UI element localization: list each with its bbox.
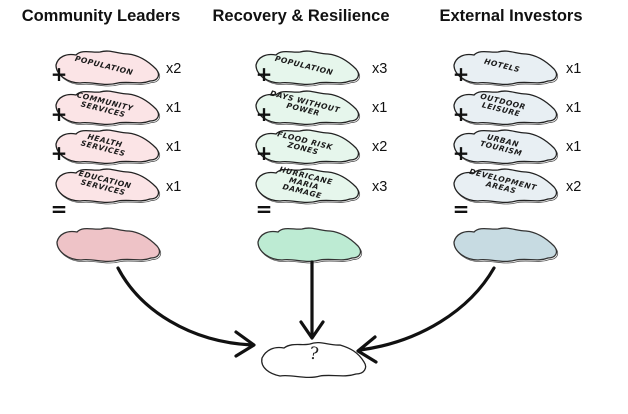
- column-title-external-investors: External Investors: [439, 7, 583, 25]
- column-title-community-leaders: Community Leaders: [21, 7, 181, 25]
- island-outline: [453, 50, 558, 86]
- weight-label: x1: [566, 139, 582, 155]
- weight-label: x1: [166, 100, 182, 116]
- final-combined-map: ?: [258, 336, 370, 382]
- layer-flood-risk-zones: Flood Risk Zones: [252, 124, 362, 166]
- island-outline: [453, 227, 558, 263]
- island-shape: [453, 168, 559, 205]
- layer-days-without-power: Days without Power: [252, 85, 362, 127]
- plus-operator: +: [50, 102, 68, 126]
- island-shape: [453, 50, 559, 87]
- plus-operator: +: [452, 141, 470, 165]
- plus-operator: +: [255, 141, 273, 165]
- layer-education-services: Education Services: [52, 163, 162, 205]
- layer-outdoor-leisure: Outdoor Leisure: [450, 85, 560, 127]
- result-external-investors: [450, 222, 560, 264]
- island-shape: [255, 129, 361, 166]
- island-outline: [55, 90, 160, 126]
- weight-label: x1: [566, 61, 582, 77]
- island-shape: [453, 227, 559, 264]
- island-outline: [453, 90, 558, 126]
- island-shape: [55, 90, 161, 127]
- column-title-recovery-resilience: Recovery & Resilience: [212, 7, 390, 25]
- layer-hurricane-maria-damage: Hurricane Maria Damage: [252, 163, 362, 205]
- island-shape: [257, 227, 363, 264]
- plus-operator: +: [50, 62, 68, 86]
- equals-operator: =: [50, 197, 68, 221]
- island-shape: [55, 50, 161, 87]
- island-outline: [255, 168, 360, 204]
- weight-label: x3: [372, 179, 388, 195]
- island-shape: [55, 168, 161, 205]
- plus-operator: +: [255, 62, 273, 86]
- island-outline: [55, 168, 160, 204]
- island-shape: [255, 50, 361, 87]
- plus-operator: +: [452, 62, 470, 86]
- equals-operator: =: [255, 197, 273, 221]
- island-shape: [255, 90, 361, 127]
- island-outline: [56, 227, 161, 263]
- island-outline: [255, 90, 360, 126]
- arrowhead-community: [234, 330, 256, 358]
- equals-operator: =: [452, 197, 470, 221]
- island-shape-outline: [261, 341, 367, 379]
- layer-recovery-population: Population: [252, 45, 362, 87]
- island-outline: [257, 227, 362, 263]
- island-outline: [255, 50, 360, 86]
- weight-label: x1: [166, 179, 182, 195]
- island-outline: [255, 129, 360, 165]
- island-shape: [56, 227, 162, 264]
- layer-community-services: Community Services: [52, 85, 162, 127]
- result-recovery-resilience: [254, 222, 364, 264]
- island-shape: [255, 168, 361, 205]
- weight-label: x2: [372, 139, 388, 155]
- island-outline: [453, 168, 558, 204]
- island-shape: [453, 129, 559, 166]
- island-shape: [55, 129, 161, 166]
- weight-label: x1: [566, 100, 582, 116]
- plus-operator: +: [452, 102, 470, 126]
- weight-label: x2: [166, 61, 182, 77]
- island-outline: [55, 129, 160, 165]
- arrow-investors-to-final: [358, 266, 496, 352]
- plus-operator: +: [255, 102, 273, 126]
- plus-operator: +: [50, 141, 68, 165]
- layer-hotels: Hotels: [450, 45, 560, 87]
- weight-label: x2: [566, 179, 582, 195]
- island-outline: [453, 129, 558, 165]
- weight-label: x1: [372, 100, 388, 116]
- layer-development-areas: Development Areas: [450, 163, 560, 205]
- weight-label: x3: [372, 61, 388, 77]
- layer-urban-tourism: Urban Tourism: [450, 124, 560, 166]
- layer-community-population: Population: [52, 45, 162, 87]
- layer-health-services: Health Services: [52, 124, 162, 166]
- arrow-community-to-final: [116, 266, 254, 347]
- island-shape: [453, 90, 559, 127]
- result-community-leaders: [53, 222, 163, 264]
- island-outline: [55, 50, 160, 86]
- weight-label: x1: [166, 139, 182, 155]
